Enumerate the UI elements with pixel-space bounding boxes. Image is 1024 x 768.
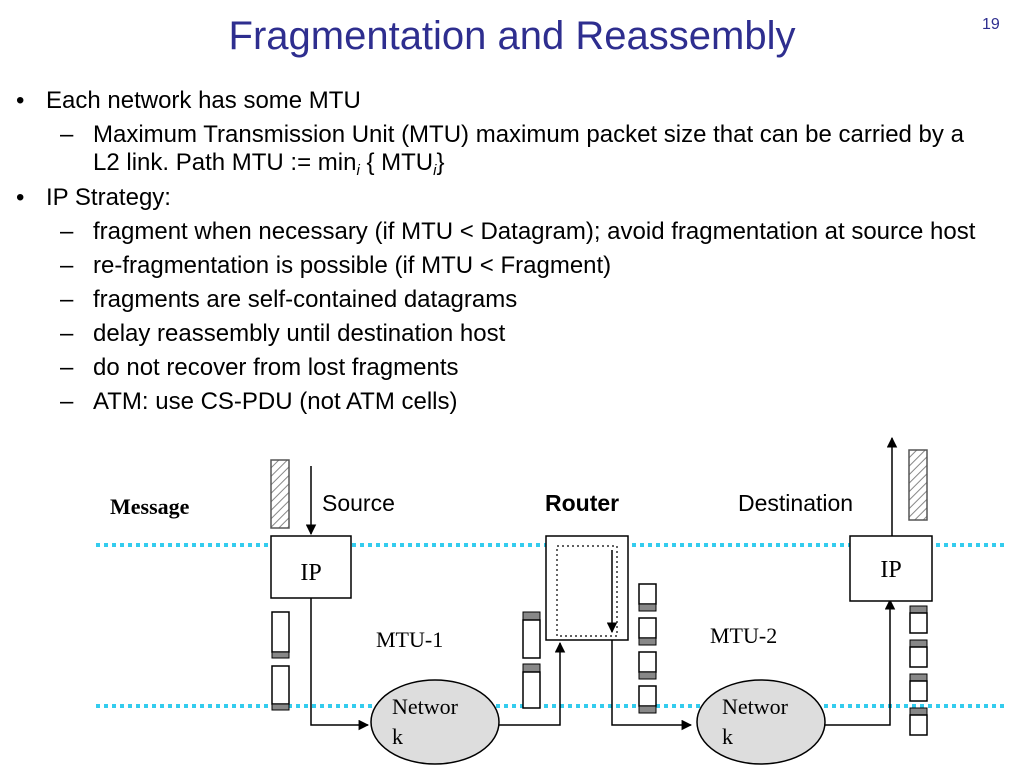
- slide-title: Fragmentation and Reassembly: [228, 14, 796, 58]
- closing-brace: }: [436, 149, 445, 176]
- subscript-i: i: [433, 162, 437, 179]
- network1-ellipse: [370, 679, 500, 765]
- arrow-source-to-network1: [310, 598, 370, 731]
- mtu-definition-text: Maximum Transmission Unit (MTU) maximum …: [93, 121, 964, 176]
- network2-label-line1: Networ: [722, 694, 789, 719]
- fragment-header: [638, 705, 657, 714]
- sub-bullet-item: – re-fragmentation is possible (if MTU <…: [0, 252, 983, 280]
- arrow-network1-to-router: [499, 641, 566, 726]
- fragment: [638, 583, 657, 605]
- router-label: Router: [545, 490, 619, 516]
- fragment: [638, 651, 657, 673]
- fragment: [522, 619, 541, 659]
- sub-bullet-item: – fragments are self-contained datagrams: [0, 286, 983, 314]
- slide-number: 19: [982, 16, 1000, 33]
- arrow-router-to-network2: [611, 640, 693, 731]
- sub-bullet-item: – delay reassembly until destination hos…: [0, 320, 983, 348]
- destination-ip-box: [849, 535, 933, 602]
- sub-bullet-item: – do not recover from lost fragments: [0, 354, 983, 382]
- destination-label: Destination: [738, 490, 853, 516]
- dash-marker: –: [60, 252, 74, 279]
- fragment-header: [909, 639, 928, 648]
- sub-bullet-item: – fragment when necessary (if MTU < Data…: [0, 218, 983, 246]
- sub-bullet-text: fragments are self-contained datagrams: [93, 286, 518, 313]
- source-message-packet: [270, 459, 290, 529]
- source-label: Source: [322, 490, 395, 516]
- network1-label-line2: k: [392, 724, 403, 749]
- arrow-network2-to-destination: [825, 598, 896, 726]
- fragment: [909, 612, 928, 634]
- fragment-header: [271, 703, 290, 711]
- fragment-header: [909, 605, 928, 614]
- sub-bullet-text: Maximum Transmission Unit (MTU) maximum …: [93, 121, 964, 179]
- message-label: Message: [110, 494, 190, 519]
- fragment: [909, 646, 928, 668]
- subscript-i: i: [356, 162, 360, 179]
- fragment-header: [909, 673, 928, 682]
- reassembled-message-packet: [908, 449, 928, 521]
- fragment-header: [638, 637, 657, 646]
- sub-bullet-text: delay reassembly until destination host: [93, 320, 506, 347]
- fragment: [909, 680, 928, 702]
- sub-bullet-text: ATM: use CS-PDU (not ATM cells): [93, 388, 458, 415]
- dash-marker: –: [60, 286, 74, 313]
- sub-bullet-text: fragment when necessary (if MTU < Datagr…: [93, 218, 976, 245]
- fragment: [638, 685, 657, 707]
- bullet-list: • Each network has some MTU – Maximum Tr…: [0, 86, 1024, 422]
- dash-marker: –: [60, 218, 74, 245]
- fragment-header: [909, 707, 928, 716]
- sub-bullet-item: – ATM: use CS-PDU (not ATM cells): [0, 388, 983, 416]
- fragment: [271, 611, 290, 653]
- sub-bullet-text: do not recover from lost fragments: [93, 354, 459, 381]
- fragment: [909, 714, 928, 736]
- network2-ellipse: [696, 679, 826, 765]
- source-ip-label: IP: [300, 560, 321, 586]
- bullet-text: IP Strategy:: [46, 184, 171, 211]
- dash-marker: –: [60, 320, 74, 347]
- bullet-item: • IP Strategy:: [0, 183, 986, 212]
- router-box: [545, 535, 629, 641]
- fragment-header: [522, 663, 541, 673]
- router-inner-path: [556, 545, 618, 637]
- bullet-item: • Each network has some MTU: [0, 86, 986, 115]
- destination-ip-label: IP: [880, 557, 901, 583]
- sub-bullet-text: re-fragmentation is possible (if MTU < F…: [93, 252, 612, 279]
- mtu1-label: MTU-1: [376, 627, 443, 652]
- bullet-marker: •: [16, 184, 25, 211]
- fragment-header: [522, 611, 541, 621]
- mtu2-label: MTU-2: [710, 623, 777, 648]
- network1-label-line1: Networ: [392, 694, 459, 719]
- dash-marker: –: [60, 388, 74, 415]
- dash-marker: –: [60, 121, 74, 148]
- sub-bullet-item: – Maximum Transmission Unit (MTU) maximu…: [0, 121, 983, 179]
- fragment-header: [638, 603, 657, 612]
- fragment-header: [638, 671, 657, 680]
- bullet-text: Each network has some MTU: [46, 87, 361, 114]
- fragment: [271, 665, 290, 705]
- fragment: [522, 671, 541, 709]
- mtu-brace-text: { MTU: [359, 149, 434, 176]
- network2-label-line2: k: [722, 724, 733, 749]
- bullet-marker: •: [16, 87, 25, 114]
- dash-marker: –: [60, 354, 74, 381]
- fragment-header: [271, 651, 290, 659]
- fragment: [638, 617, 657, 639]
